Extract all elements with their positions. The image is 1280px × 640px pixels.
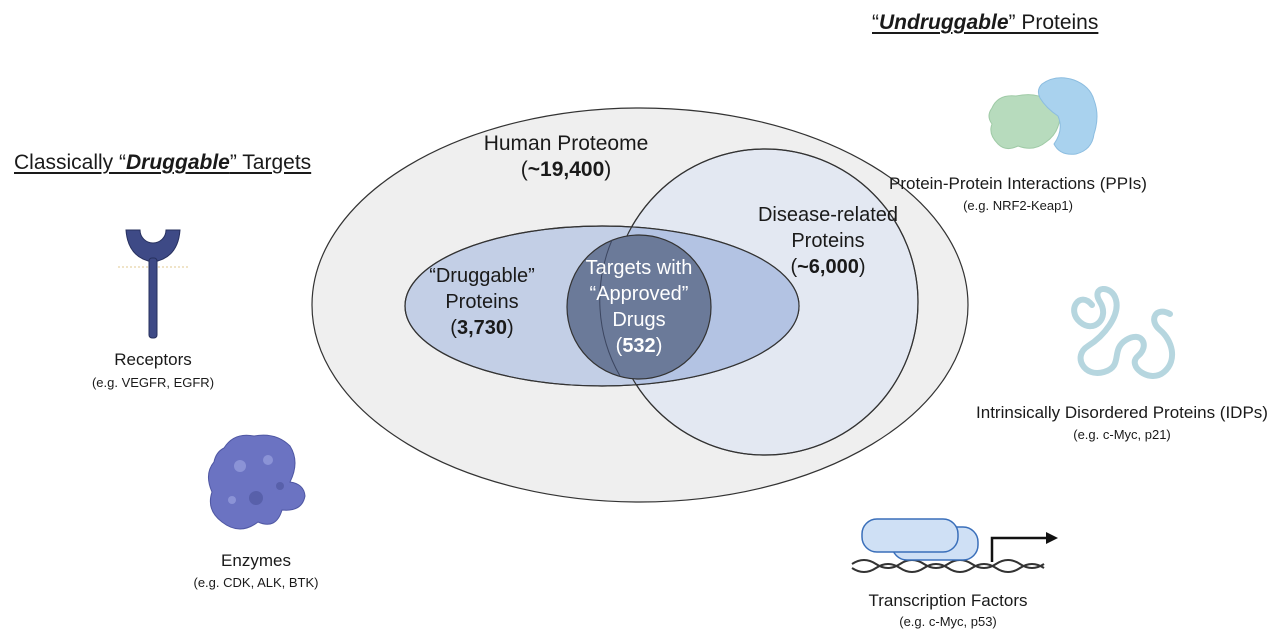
enzymes-example: (e.g. CDK, ALK, BTK) <box>193 575 319 590</box>
receptors-example: (e.g. VEGFR, EGFR) <box>91 375 215 390</box>
druggable-targets-heading: Classically “Druggable” Targets <box>14 151 312 174</box>
receptors-label: Receptors <box>114 350 192 369</box>
transcription-factors-label: Transcription Factors <box>868 591 1028 610</box>
approved-drug-targets-count: 532 <box>622 335 656 357</box>
approved-drug-targets-circle <box>566 234 712 380</box>
human-proteome-label: Human Proteome (~19,400) <box>483 132 649 181</box>
disease-related-count: ~6,000 <box>797 256 859 278</box>
enzyme-icon <box>208 434 306 530</box>
druggable-proteins-label: “Druggable” Proteins (3,730) <box>429 265 535 339</box>
idp-example: (e.g. c-Myc, p21) <box>1073 427 1171 442</box>
approved-drug-targets-label: Targets with “Approved” Drugs (532) <box>585 257 693 357</box>
druggable-proteins-count: 3,730 <box>456 317 508 339</box>
human-proteome-count: ~19,400 <box>527 158 605 181</box>
transcription-factor-icon <box>851 518 1058 573</box>
protein-complex-icon <box>988 77 1098 155</box>
ppi-label: Protein-Protein Interactions (PPIs) <box>889 174 1147 193</box>
enzymes-label: Enzymes <box>221 551 291 570</box>
disease-related-label: Disease-related Proteins (~6,000) <box>757 204 899 278</box>
druggable-disease-overlap <box>612 226 799 386</box>
receptor-icon <box>118 229 188 339</box>
ppi-example: (e.g. NRF2-Keap1) <box>963 198 1073 213</box>
disordered-protein-icon <box>1071 286 1176 379</box>
undruggable-proteins-heading: “Undruggable” Proteins <box>872 11 1099 34</box>
idp-label: Intrinsically Disordered Proteins (IDPs) <box>976 403 1268 422</box>
transcription-factors-example: (e.g. c-Myc, p53) <box>899 614 997 629</box>
